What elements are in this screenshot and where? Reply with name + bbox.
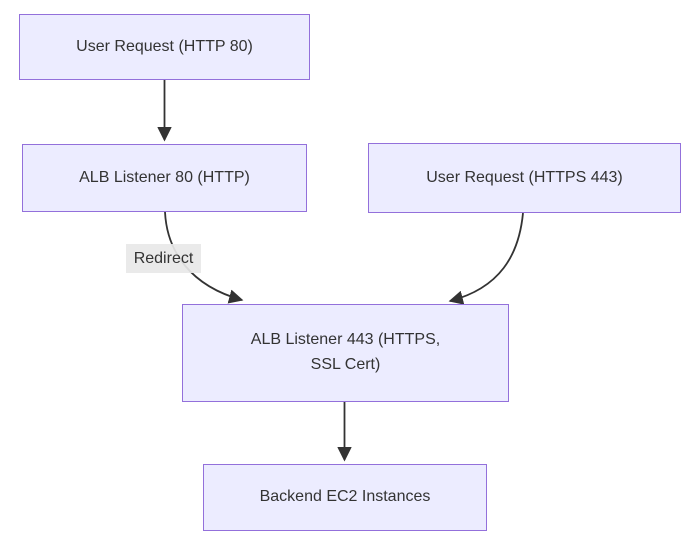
node-label: Backend EC2 Instances xyxy=(259,488,431,506)
node-alb-listener-443: ALB Listener 443 (HTTPS, SSL Cert) xyxy=(182,304,509,402)
node-user-request-http-80: User Request (HTTP 80) xyxy=(19,14,310,80)
edge-label-text: Redirect xyxy=(133,249,194,267)
node-label: ALB Listener 443 (HTTPS, SSL Cert) xyxy=(250,331,441,373)
edge-label-redirect: Redirect xyxy=(126,244,201,273)
node-user-request-https-443: User Request (HTTPS 443) xyxy=(368,143,681,213)
node-alb-listener-80: ALB Listener 80 (HTTP) xyxy=(22,144,307,212)
node-backend-ec2-instances: Backend EC2 Instances xyxy=(203,464,487,531)
node-label: ALB Listener 80 (HTTP) xyxy=(79,168,250,186)
node-label: User Request (HTTPS 443) xyxy=(426,168,623,186)
node-label: User Request (HTTP 80) xyxy=(76,37,253,55)
edge-user-https-to-alb-443 xyxy=(448,212,524,305)
